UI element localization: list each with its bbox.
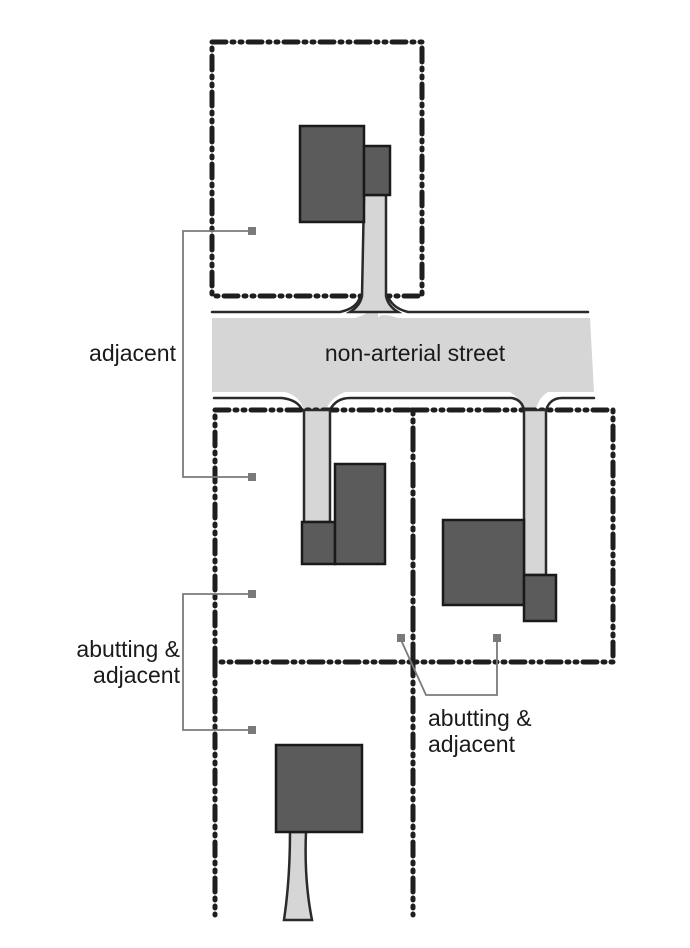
lot-southeast-buildings — [441, 408, 558, 623]
abutting-marker-right-right — [493, 634, 501, 642]
adjacent-bracket: adjacent — [89, 227, 256, 481]
driveway-north — [345, 193, 403, 314]
street-pavement — [212, 300, 594, 410]
abutting-marker-bottom-left — [248, 726, 256, 734]
abutting-label-left-line1: abutting & — [76, 636, 180, 662]
garage-southwest — [300, 520, 337, 566]
lot-south-buildings — [274, 743, 364, 922]
house-north — [298, 124, 366, 224]
driveway-southeast — [522, 408, 548, 577]
abutting-adjacent-bracket-right: abutting & adjacent — [397, 634, 532, 757]
abutting-bracket-line-left — [182, 593, 250, 731]
abutting-marker-top-left — [248, 590, 256, 598]
street-label: non-arterial street — [325, 340, 506, 366]
lot-lines — [209, 39, 616, 918]
lot-southeast — [410, 407, 616, 665]
adjacent-label: adjacent — [89, 340, 177, 366]
adjacent-bracket-line — [182, 230, 250, 478]
abutting-bracket-line-right — [400, 639, 498, 696]
abutting-label-right-line1: abutting & — [428, 705, 532, 731]
abutting-adjacent-bracket-left: abutting & adjacent — [76, 590, 256, 734]
house-southwest — [333, 462, 387, 566]
abutting-label-right-line2: adjacent — [428, 731, 516, 757]
garage-southeast — [522, 573, 558, 623]
house-south — [274, 743, 364, 834]
lot-southwest-buildings — [300, 408, 387, 566]
lot-north — [209, 39, 425, 299]
lot-north-buildings — [298, 124, 403, 314]
street: non-arterial street — [210, 294, 596, 412]
adjacent-marker-top — [248, 227, 256, 235]
driveway-south — [282, 830, 314, 922]
abutting-label-left-line2: adjacent — [93, 662, 181, 688]
adjacent-marker-bottom — [248, 473, 256, 481]
driveway-southwest — [302, 408, 332, 524]
garage-north — [362, 144, 392, 197]
house-southeast — [441, 518, 526, 607]
abutting-marker-left-right — [397, 634, 405, 642]
